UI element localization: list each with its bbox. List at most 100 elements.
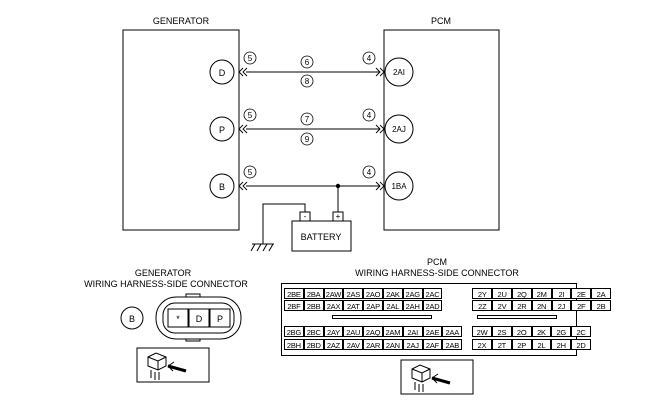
ground-wire [262, 203, 306, 244]
pcm-connector-icon [400, 359, 474, 395]
pcm-pin: 2AL [382, 300, 403, 311]
pcm-terminal-1ba-label: 1BA [391, 182, 407, 191]
gen-side-num-1: 5 [248, 54, 253, 63]
pcm-pin: 2G [551, 326, 572, 337]
circled-numbers [243, 51, 376, 179]
battery-pos-sign: + [336, 212, 341, 221]
pcm-pin: 2AP [363, 300, 383, 311]
pcm-pin: 2AW [323, 288, 344, 299]
pcm-pin: 2D [571, 339, 591, 350]
circled-number-texts: 5 5 5 4 4 4 6 8 7 9 [248, 54, 372, 177]
pcm-terminal-2ai [384, 57, 414, 87]
pcm-pin: 2Q [511, 288, 532, 299]
pcm-pin: 2BD [303, 339, 324, 350]
wire-d-num-upper: 6 [305, 58, 310, 67]
pcm-pin: 2M [531, 288, 552, 299]
pcm-pin: 2B [591, 300, 611, 311]
pcm-chevrons [375, 67, 385, 191]
pcm-pin: 2N [531, 300, 552, 311]
pcm-pin: 2AQ [363, 326, 383, 337]
pcm-pin: 2C [571, 326, 591, 337]
gen-connector-icon [136, 347, 210, 383]
battery-label: BATTERY [301, 232, 342, 242]
battery-neg-sign: - [304, 212, 307, 221]
pcm-terminal-2ai-label: 2AI [393, 68, 405, 77]
pcm-pin: 2BC [303, 326, 324, 337]
gen-terminal-b-label: B [219, 182, 225, 192]
gen-chevrons [238, 67, 248, 191]
pcm-pin-gap [462, 326, 472, 337]
pcm-pin: 2AV [343, 339, 364, 350]
gen-connector-title-line1: GENERATOR [134, 268, 192, 278]
pcm-pin: 2R [511, 300, 532, 311]
pcm-pin: 2U [492, 288, 512, 299]
wire-p-num-upper: 7 [305, 115, 310, 124]
pcm-side-num-3: 4 [367, 168, 372, 177]
generator-box [122, 29, 240, 231]
pcm-pin: 2AD [422, 300, 443, 311]
pcm-pin: 2P [511, 339, 532, 350]
gen-terminal-d [209, 59, 235, 85]
pcm-pin: 2BA [303, 288, 324, 299]
pcm-terminal-1ba [384, 171, 414, 201]
pcm-pin: 2K [531, 326, 552, 337]
pcm-pin: 2BE [284, 288, 304, 299]
pcm-pin: 2F [571, 300, 592, 311]
pcm-pin: 2H [551, 339, 572, 350]
pcm-connector-title-line2: WIRING HARNESS-SIDE CONNECTOR [355, 268, 519, 278]
gen-side-num-2: 5 [248, 111, 253, 120]
pcm-pin: 2AZ [323, 339, 344, 350]
pcm-pin: 2AN [382, 339, 403, 350]
pcm-pin: 2AI [402, 326, 423, 337]
pcm-pin: 2S [491, 326, 512, 337]
pcm-pin: 2AY [323, 326, 344, 337]
pcm-pin: 2X [472, 339, 492, 350]
pcm-pin: 2J [551, 300, 572, 311]
pcm-pin: 2BG [284, 326, 304, 337]
pcm-pin: 2W [472, 326, 492, 337]
pcm-pin: 2AO [363, 288, 383, 299]
pcm-connector-title-line1: PCM [427, 257, 447, 267]
pcm-box [383, 29, 500, 231]
pcm-pin: 2AM [382, 326, 403, 337]
pcm-pin: 2AB [442, 339, 463, 350]
pcm-pin: 2A [591, 288, 611, 299]
pcm-pin: 2AE [422, 326, 443, 337]
pcm-pin: 2AG [402, 288, 423, 299]
pcm-rail-left [332, 315, 432, 319]
gen-connector-pin-p: P [217, 314, 223, 324]
pcm-pin: 2AX [323, 300, 344, 311]
pcm-pin: 2AK [382, 288, 403, 299]
pcm-terminal-2aj-label: 2AJ [392, 125, 406, 134]
pcm-pin: 2AH [402, 300, 423, 311]
pcm-rail-right [477, 315, 557, 319]
pcm-side-num-2: 4 [367, 111, 372, 120]
pcm-pin: 2BB [303, 300, 324, 311]
gen-connector-pin-star: * [176, 314, 180, 324]
gen-connector-body [155, 293, 242, 342]
pcm-pin: 2AC [422, 288, 443, 299]
gen-terminal-d-label: D [219, 68, 226, 78]
pcm-pin: 2V [492, 300, 512, 311]
pcm-pin-gap [462, 339, 472, 350]
battery-body [291, 220, 352, 252]
pcm-pin: 2AA [442, 326, 463, 337]
gen-terminal-p [209, 116, 235, 142]
pcm-pin: 2O [511, 326, 532, 337]
gen-connector-title-line2: WIRING HARNESS-SIDE CONNECTOR [84, 279, 248, 289]
pcm-pin: 2BH [284, 339, 304, 350]
ground-icon [250, 243, 274, 252]
gen-terminal-b [209, 173, 235, 199]
pcm-pin: 2AJ [402, 339, 423, 350]
gen-terminal-p-label: P [219, 125, 225, 135]
pcm-pin: 2AR [363, 339, 383, 350]
pcm-pin: 2BF [284, 300, 304, 311]
pcm-pin: 2AF [422, 339, 443, 350]
pcm-terminal-2aj [384, 114, 414, 144]
